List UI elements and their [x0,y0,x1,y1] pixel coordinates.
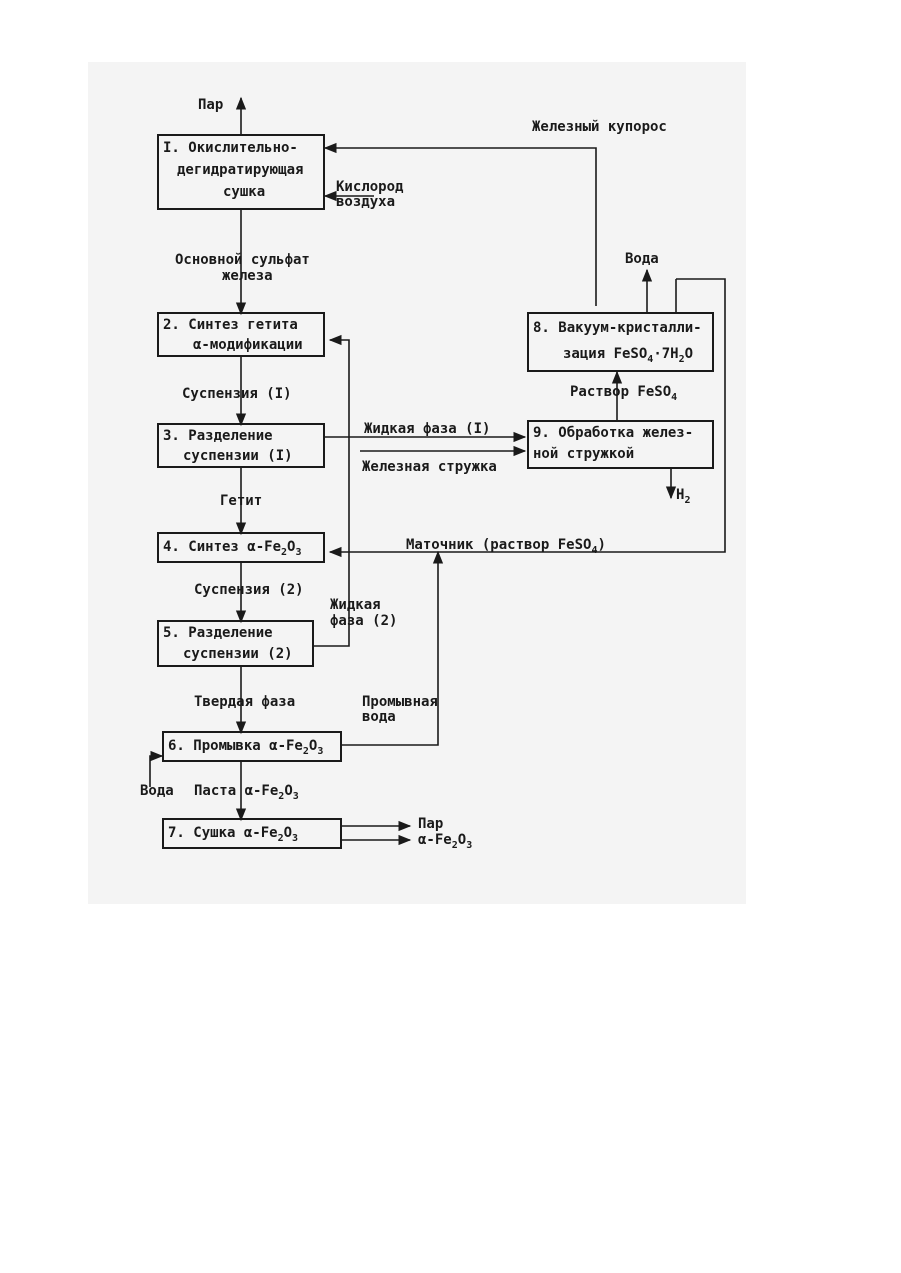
node-4-sub-2: 3 [295,547,301,558]
node-4-prefix: 4. Синтез α-Fe [163,539,281,555]
label-goethite: Гетит [220,494,262,508]
label-suspension-1: Суспензия (I) [182,387,292,401]
label-water-in: Вода [140,784,174,798]
label-basic-sulfate-1: Основной сульфат [175,253,310,267]
label-air-oxygen-1: Кислород [336,180,403,194]
label-water-out: Вода [625,252,659,266]
label-solid-phase: Твердая фаза [194,695,295,709]
node-8-l2a: зация FeSO [563,346,647,362]
label-steam-out: Пар [418,817,443,831]
node-7-sub-2: 3 [292,833,298,844]
label-product-sub-2: 3 [466,840,472,851]
node-6-washing: 6. Промывка α-Fe2O3 [162,731,342,762]
node-3-line-2: суспензии (I) [163,446,319,466]
label-feso4-solution: Раствор FeSO4 [570,385,677,399]
label-suspension-2: Суспензия (2) [194,583,304,597]
label-mother-liquor: Маточник (раствор FeSO4) [406,538,606,552]
node-7-mid: O [284,825,292,841]
node-8-line-2: зация FeSO4·7H2O [533,341,708,367]
node-2-line-1: 2. Синтез гетита [163,315,319,335]
label-product-a: α-Fe [418,832,452,848]
node-8-l2b: ·7H [653,346,678,362]
node-8-line-1: 8. Вакуум-кристалли- [533,315,708,341]
node-2-line-2: α-модификации [163,335,319,355]
node-8-vacuum-crystallization: 8. Вакуум-кристалли- зация FeSO4·7H2O [527,312,714,372]
node-5-line-1: 5. Разделение [163,623,308,644]
label-steam-top: Пар [198,98,223,112]
node-6-sub-2: 3 [317,746,323,757]
node-4-alpha-fe2o3-synthesis: 4. Синтез α-Fe2O3 [157,532,325,563]
node-9-line-1: 9. Обработка желез- [533,423,708,444]
label-mother-liquor-a: Маточник (раствор FeSO [406,537,591,553]
node-6-text: 6. Промывка α-Fe2O3 [168,734,336,758]
node-3-suspension-separation-1: 3. Разделение суспензии (I) [157,423,325,468]
label-paste-mid: O [284,783,292,799]
node-9-iron-shavings-treatment: 9. Обработка желез- ной стружкой [527,420,714,469]
node-1-line-3: сушка [163,181,319,203]
label-product: α-Fe2O3 [418,833,472,847]
node-4-text: 4. Синтез α-Fe2O3 [163,535,319,559]
arrow-iron-vitriol [325,148,596,306]
label-iron-vitriol: Железный купорос [532,120,667,134]
label-feso4-solution-a: Раствор FeSO [570,384,671,400]
label-paste: Паста α-Fe2O3 [194,784,299,798]
node-6-prefix: 6. Промывка α-Fe [168,738,303,754]
node-1-line-1: I. Окислительно- [163,137,319,159]
label-liquid-phase-1: Жидкая фаза (I) [364,422,490,436]
label-product-mid: O [458,832,466,848]
label-liquid-phase-2a: Жидкая [330,598,381,612]
node-5-suspension-separation-2: 5. Разделение суспензии (2) [157,620,314,667]
node-5-line-2: суспензии (2) [163,644,308,665]
node-7-text: 7. Сушка α-Fe2O3 [168,821,336,845]
label-paste-sub-2: 3 [293,791,299,802]
label-liquid-phase-2b: фаза (2) [330,614,397,628]
node-1-line-2: дегидратирующая [163,159,319,181]
label-hydrogen: H2 [676,488,690,502]
label-air-oxygen-2: воздуха [336,195,395,209]
label-feso4-solution-sub: 4 [671,392,677,403]
label-wash-water-2: вода [362,710,396,724]
node-2-goethite-synthesis: 2. Синтез гетита α-модификации [157,312,325,357]
node-3-line-1: 3. Разделение [163,426,319,446]
label-paste-a: Паста α-Fe [194,783,278,799]
label-wash-water-1: Промывная [362,695,438,709]
label-mother-liquor-b: ) [597,537,605,553]
node-9-line-2: ной стружкой [533,444,708,465]
node-7-drying: 7. Сушка α-Fe2O3 [162,818,342,849]
node-1-oxidative-dehydrating-drying: I. Окислительно- дегидратирующая сушка [157,134,325,210]
label-basic-sulfate-2: железа [222,269,273,283]
label-iron-shavings: Железная стружка [362,460,497,474]
node-8-l2c: O [685,346,693,362]
node-7-prefix: 7. Сушка α-Fe [168,825,278,841]
label-hydrogen-sub: 2 [684,495,690,506]
